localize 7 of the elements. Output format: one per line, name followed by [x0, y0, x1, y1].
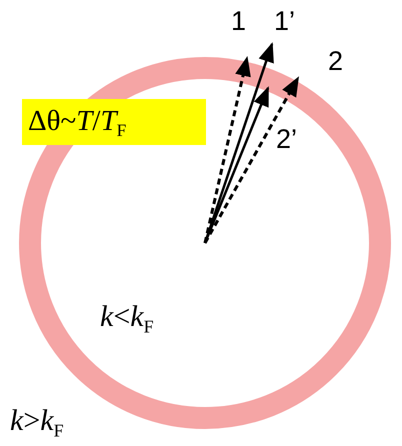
formula-box: Δθ~T/T$_{F}$ [22, 99, 206, 145]
vector-label: 1’ [274, 8, 296, 35]
vector-label: 2 [328, 48, 344, 75]
vector-label: 2’ [276, 126, 298, 153]
region-label: k<k$_{F}$ [100, 302, 154, 336]
vector-label: 1 [231, 8, 246, 35]
region-label: k>k$_{F}$ [10, 406, 64, 440]
